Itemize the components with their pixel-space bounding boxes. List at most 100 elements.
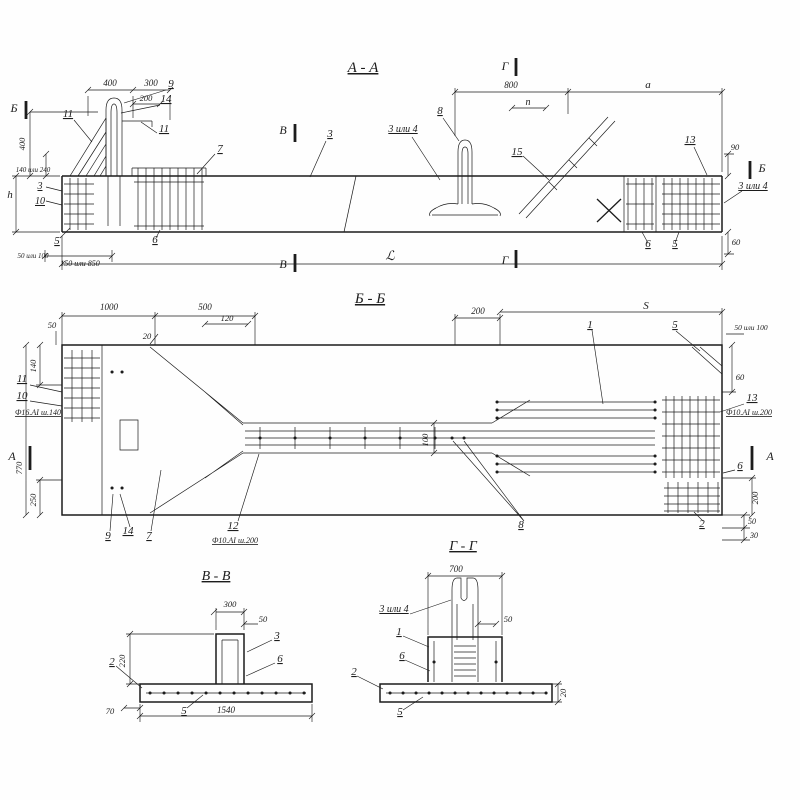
label-bb-200: 200 <box>750 491 760 505</box>
right-end-mesh-plan <box>662 346 723 513</box>
plan-outline <box>61 344 723 516</box>
slab-outline-gg <box>379 636 553 703</box>
left-end-mesh <box>64 178 94 230</box>
label-aa-11: 11 <box>159 123 169 135</box>
label-bb-11: 11 <box>17 373 27 385</box>
label-aa-Б: Б <box>9 101 17 115</box>
label-bb-770: 770 <box>14 461 24 475</box>
label-bb-Ф10.АI-ш.200: Ф10.АI ш.200 <box>726 408 772 417</box>
label-bb-120: 120 <box>221 313 235 323</box>
label-aa-А---А: А - А <box>347 60 380 76</box>
label-bb-10: 10 <box>17 390 29 402</box>
label-aa-400: 400 <box>103 78 117 88</box>
label-vv-70: 70 <box>106 706 115 716</box>
label-bb-50: 50 <box>748 517 756 526</box>
slab-rebar-vv <box>146 639 306 694</box>
label-aa-5: 5 <box>54 235 60 247</box>
stirrup-zone <box>131 167 207 230</box>
label-bb-60: 60 <box>736 372 745 382</box>
dimension-lines-b-b <box>22 308 756 544</box>
left-head-mesh <box>64 345 139 515</box>
dimension-lines-vv <box>120 608 316 722</box>
label-aa-400: 400 <box>17 137 27 151</box>
label-aa-800: 800 <box>504 80 518 90</box>
label-bb-14: 14 <box>123 525 135 537</box>
label-bb-8: 8 <box>518 519 524 531</box>
label-gg-700: 700 <box>449 564 463 574</box>
weld-cross-icon <box>596 198 622 223</box>
view-section-g-g <box>356 572 562 711</box>
dimension-lines-a-a <box>12 86 734 270</box>
label-aa-Г: Г <box>501 59 510 73</box>
break-line <box>343 175 357 233</box>
anchor-shoe-gg <box>451 577 479 682</box>
label-aa-150-или-850: 150 или 850 <box>60 259 100 268</box>
label-gg-3-или-4: 3 или 4 <box>378 604 408 615</box>
label-aa-11: 11 <box>63 108 73 120</box>
label-vv-6: 6 <box>277 653 283 665</box>
label-aa-ℒ: ℒ <box>385 248 395 263</box>
view-section-b-b <box>22 308 756 544</box>
label-bb-12: 12 <box>228 520 240 532</box>
label-bb-13: 13 <box>747 392 759 404</box>
label-vv-220: 220 <box>117 654 127 668</box>
taper-lines <box>149 346 531 514</box>
label-vv-В---В: В - В <box>202 569 231 584</box>
label-vv-300: 300 <box>223 599 238 609</box>
label-gg-20: 20 <box>558 688 568 697</box>
label-bb-9: 9 <box>105 530 111 542</box>
rebar-dots-plan <box>110 370 657 490</box>
label-vv-2: 2 <box>109 656 115 668</box>
section-marker-ticks-a-a <box>24 58 752 272</box>
label-bb-6: 6 <box>737 460 743 472</box>
label-bb-50-или-100: 50 или 100 <box>734 323 768 332</box>
label-aa-В: В <box>279 257 287 271</box>
label-aa-7: 7 <box>217 143 223 155</box>
leader-lines-vv <box>115 639 276 709</box>
label-bb-2: 2 <box>699 518 705 530</box>
label-bb-Ф10.АI-ш.200: Ф10.АI ш.200 <box>212 536 258 545</box>
label-aa-В: В <box>279 123 287 137</box>
label-aa-50-или-100: 50 или 100 <box>17 252 49 260</box>
label-gg-5: 5 <box>397 706 403 718</box>
label-aa-3-или-4: 3 или 4 <box>387 124 417 135</box>
diagonal-brace <box>518 116 616 219</box>
label-gg-Г---Г: Г - Г <box>448 539 478 554</box>
view-section-a-a <box>12 58 752 272</box>
leader-lines-a-a <box>45 89 743 244</box>
label-bb-250: 250 <box>28 493 38 507</box>
label-aa-3: 3 <box>37 181 43 192</box>
beam-outline <box>61 175 723 233</box>
label-aa-6: 6 <box>152 234 158 246</box>
label-bb-100: 100 <box>420 433 430 447</box>
label-bb-200: 200 <box>471 306 485 316</box>
label-bb-А: А <box>765 449 774 463</box>
label-aa-Б: Б <box>757 161 765 175</box>
label-aa-n: n <box>526 97 531 108</box>
label-vv-1540: 1540 <box>217 705 236 715</box>
label-vv-3: 3 <box>273 630 280 642</box>
label-bb-Ф16.АI-ш.140: Ф16.АI ш.140 <box>15 408 61 417</box>
label-bb-1: 1 <box>587 319 593 331</box>
leader-lines-b-b <box>29 329 745 532</box>
label-gg-1: 1 <box>396 626 402 638</box>
label-bb-50: 50 <box>48 320 57 330</box>
label-bb-5: 5 <box>672 319 678 331</box>
section-marker-ticks-b-b <box>28 446 754 470</box>
leader-lines-gg <box>356 599 452 711</box>
label-bb-1000: 1000 <box>100 302 119 312</box>
label-aa-8: 8 <box>437 105 443 117</box>
shaft-rebar <box>245 427 655 449</box>
lifting-loop <box>105 97 153 226</box>
label-aa-60: 60 <box>732 237 741 247</box>
label-bb-20: 20 <box>143 331 152 341</box>
label-aa-a: a <box>645 79 651 91</box>
right-end-mesh <box>623 176 720 232</box>
label-bb-А: А <box>7 449 16 463</box>
label-aa-13: 13 <box>685 134 697 146</box>
label-gg-50: 50 <box>504 614 513 624</box>
label-aa-90: 90 <box>731 142 740 152</box>
label-aa-9: 9 <box>168 78 174 90</box>
label-bb-S: S <box>643 300 649 312</box>
